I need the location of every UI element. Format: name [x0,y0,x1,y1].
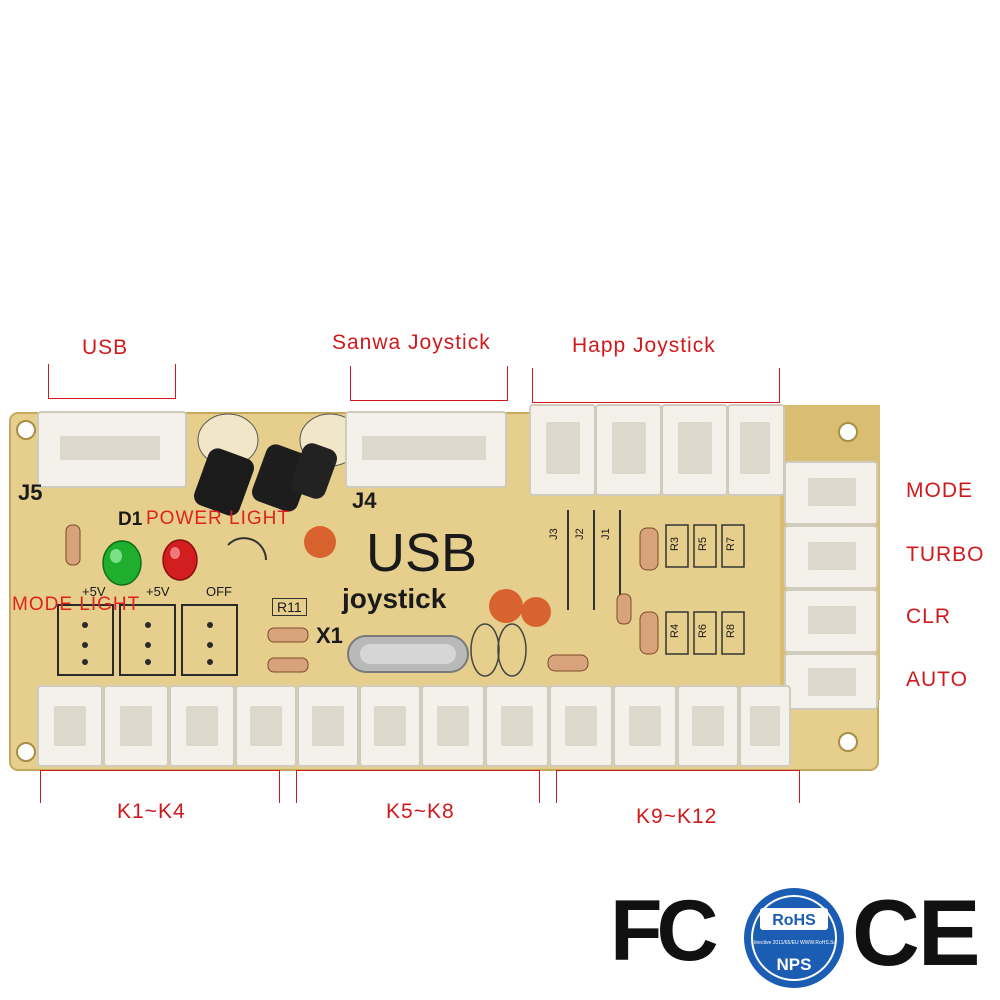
label-r7: R7 [725,536,738,552]
label-j3: J3 [547,528,560,540]
callout-k5-k8: K5~K8 [386,800,455,823]
bracket-sanwa [350,366,508,401]
rohs-directive-text: Directive 2011/65/EU WWW.RoHS.So [752,940,837,946]
bracket-k1-k4 [40,770,280,803]
rohs-badge: RoHS Directive 2011/65/EU WWW.RoHS.So NP… [744,888,844,988]
label-r4: R4 [669,623,682,639]
callout-happ-joystick: Happ Joystick [572,334,716,357]
label-plus5v-a: +5V [82,584,106,599]
label-x1: X1 [316,623,343,648]
bracket-k5-k8 [296,770,540,803]
label-power-light: POWER LIGHT [146,508,291,529]
label-off: OFF [206,584,232,599]
rohs-text: RoHS [772,912,816,929]
fc-logo: FC [610,883,719,979]
label-r11: R11 [272,598,307,616]
callout-k1-k4: K1~K4 [117,800,186,823]
callout-clr: CLR [906,605,952,628]
label-j5: J5 [18,480,43,505]
board-title-usb: USB [366,523,478,583]
bracket-k9-k12 [556,770,800,803]
callout-sanwa-joystick: Sanwa Joystick [332,331,491,354]
label-d1: D1 [118,509,143,530]
callout-turbo: TURBO [906,543,985,566]
label-r8: R8 [725,623,738,639]
label-r3: R3 [669,536,682,552]
label-r6: R6 [697,623,710,639]
callout-usb: USB [82,336,129,359]
bracket-usb [48,364,176,399]
callout-k9-k12: K9~K12 [636,805,718,828]
label-j4: J4 [352,488,377,513]
callout-auto: AUTO [906,668,968,691]
ce-logo: CE [852,880,981,985]
label-j2: J2 [573,528,586,540]
label-plus5v-b: +5V [146,584,170,599]
callout-mode: MODE [906,479,973,502]
label-j1: J1 [599,528,612,540]
nps-text: NPS [777,955,812,974]
bracket-happ [532,368,780,403]
board-subtitle-joystick: joystick [342,583,447,614]
label-mode-light: MODE LIGHT [12,594,141,615]
label-r5: R5 [697,536,710,552]
